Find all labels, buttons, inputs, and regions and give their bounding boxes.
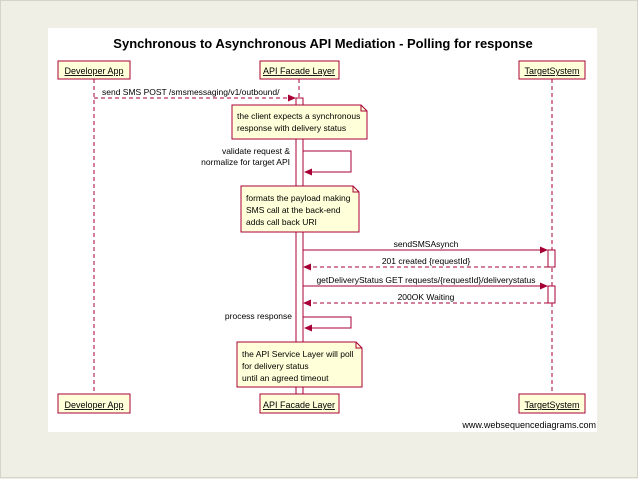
message-label: send SMS POST /smsmessaging/v1/outbound/ bbox=[102, 87, 280, 97]
message-label: sendSMSAsynch bbox=[394, 239, 459, 249]
participant-api-facade-layer-bottom: API Facade Layer bbox=[259, 393, 340, 414]
note-line: for delivery status bbox=[242, 361, 309, 371]
participant-label: Developer App bbox=[64, 66, 123, 76]
message-get-delivery-status: getDeliveryStatus GET requests/{requestI… bbox=[303, 275, 548, 290]
message-label: normalize for target API bbox=[201, 157, 290, 167]
participant-target-system-bottom: TargetSystem bbox=[518, 393, 586, 414]
message-send-sms-asynch: sendSMSAsynch bbox=[303, 239, 548, 254]
note-line: SMS call at the back-end bbox=[246, 205, 341, 215]
note-line: until an agreed timeout bbox=[242, 373, 329, 383]
activation-bar-target-1 bbox=[547, 249, 556, 268]
message-validate-request: validate request & normalize for target … bbox=[201, 146, 352, 176]
participant-label: API Facade Layer bbox=[263, 400, 335, 410]
participant-api-facade-layer-top: API Facade Layer bbox=[259, 60, 340, 80]
note-line: the client expects a synchronous bbox=[237, 111, 360, 121]
participant-developer-app-bottom: Developer App bbox=[57, 393, 131, 414]
message-200ok-waiting: 200OK Waiting bbox=[303, 292, 548, 307]
participant-label: TargetSystem bbox=[524, 400, 579, 410]
message-process-response: process response bbox=[225, 311, 352, 332]
note-client-expects: the client expects a synchronous respons… bbox=[231, 104, 368, 140]
message-label: 200OK Waiting bbox=[398, 292, 455, 302]
message-label: validate request & bbox=[222, 146, 290, 156]
activation-bar-target-2 bbox=[547, 285, 556, 304]
diagram-title: Synchronous to Asynchronous API Mediatio… bbox=[113, 36, 532, 51]
note-formats-payload: formats the payload making SMS call at t… bbox=[240, 185, 360, 233]
participant-developer-app-top: Developer App bbox=[57, 60, 131, 80]
message-label: process response bbox=[225, 311, 292, 321]
note-line: adds call back URI bbox=[246, 217, 317, 227]
participant-target-system-top: TargetSystem bbox=[518, 60, 586, 80]
note-api-service-layer-poll: the API Service Layer will poll for deli… bbox=[236, 341, 363, 388]
note-line: the API Service Layer will poll bbox=[242, 349, 354, 359]
message-send-sms: send SMS POST /smsmessaging/v1/outbound/ bbox=[94, 87, 296, 102]
participant-label: API Facade Layer bbox=[263, 66, 335, 76]
message-label: getDeliveryStatus GET requests/{requestI… bbox=[316, 275, 535, 285]
message-arrow bbox=[303, 316, 352, 332]
note-line: response with delivery status bbox=[237, 123, 346, 133]
footer-watermark: www.websequencediagrams.com bbox=[461, 420, 596, 430]
note-line: formats the payload making bbox=[246, 193, 351, 203]
message-label: 201 created {requestId} bbox=[382, 256, 471, 266]
participant-label: TargetSystem bbox=[524, 66, 579, 76]
message-arrow bbox=[303, 150, 352, 176]
participant-label: Developer App bbox=[64, 400, 123, 410]
message-201-created: 201 created {requestId} bbox=[303, 256, 548, 271]
